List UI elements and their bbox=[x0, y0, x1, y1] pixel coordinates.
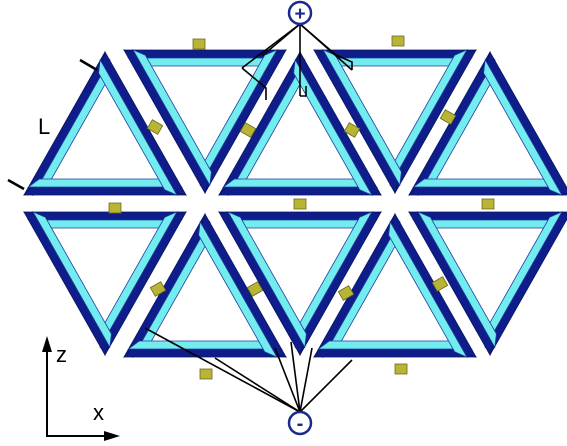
contact-pad bbox=[246, 281, 264, 297]
inner-bar bbox=[32, 211, 112, 349]
outer-bar bbox=[23, 186, 187, 196]
negative-wire bbox=[299, 359, 353, 413]
contact-pad bbox=[343, 122, 361, 138]
triangle-6 bbox=[23, 211, 187, 357]
triangle-3 bbox=[218, 50, 382, 196]
contact-pad bbox=[431, 276, 449, 292]
inner-bar bbox=[317, 340, 473, 350]
inner-bar bbox=[27, 178, 183, 188]
negative-terminal: - bbox=[287, 410, 313, 436]
inner-bar bbox=[317, 57, 473, 67]
positive-terminal: + bbox=[287, 0, 313, 26]
triangle-1 bbox=[23, 50, 187, 196]
positive-terminal-ring bbox=[287, 0, 313, 26]
axes: z x bbox=[42, 336, 120, 441]
outer-bar bbox=[218, 211, 382, 221]
negative-wire bbox=[214, 357, 301, 413]
z-axis-label: z bbox=[56, 342, 67, 367]
inner-bar bbox=[417, 211, 497, 349]
inner-bar bbox=[483, 211, 563, 349]
inner-bar bbox=[227, 211, 307, 349]
contact-pad bbox=[394, 363, 408, 375]
inner-bar bbox=[222, 178, 378, 188]
contact-pad bbox=[337, 285, 355, 301]
negative-terminal-symbol: - bbox=[297, 413, 304, 435]
contact-pad bbox=[108, 202, 122, 214]
contact-pads bbox=[108, 35, 495, 380]
positive-wire-bend bbox=[300, 86, 307, 97]
contact-pad bbox=[192, 38, 206, 50]
contact-pad bbox=[391, 35, 405, 47]
x-axis-label: x bbox=[93, 400, 104, 425]
length-label: L bbox=[38, 114, 50, 139]
negative-terminal-ring bbox=[287, 410, 313, 436]
triangle-8 bbox=[218, 211, 382, 357]
outer-bar bbox=[486, 50, 567, 195]
outer-bar bbox=[486, 212, 567, 357]
length-tick-bottom bbox=[7, 178, 25, 191]
outer-bar bbox=[218, 186, 382, 196]
positive-wire-bend bbox=[241, 67, 267, 100]
contact-pad bbox=[149, 281, 167, 297]
negative-wire bbox=[290, 341, 301, 413]
contact-pad bbox=[439, 109, 457, 125]
outer-bar bbox=[23, 211, 109, 357]
triangle-4 bbox=[313, 49, 477, 195]
inner-bar bbox=[198, 220, 278, 358]
inner-bar bbox=[98, 211, 178, 349]
outer-bar bbox=[313, 348, 477, 358]
outer-bar bbox=[23, 50, 109, 196]
outer-bar bbox=[23, 211, 187, 221]
positive-terminal-symbol: + bbox=[294, 4, 305, 25]
z-axis-arrowhead bbox=[42, 336, 52, 352]
inner-bar bbox=[98, 58, 178, 196]
outer-bar bbox=[123, 348, 287, 358]
triangle-10 bbox=[408, 211, 567, 357]
inner-bar bbox=[293, 58, 373, 196]
negative-wire bbox=[299, 347, 313, 413]
triangle-array bbox=[23, 49, 567, 358]
outer-bar bbox=[408, 186, 567, 196]
positive-wire-bend bbox=[335, 54, 353, 70]
inner-bar bbox=[412, 219, 567, 229]
negative-wire bbox=[144, 327, 301, 413]
inner-bar bbox=[132, 220, 212, 358]
inner-bar bbox=[27, 219, 183, 229]
inner-bar bbox=[412, 178, 567, 188]
inner-bar bbox=[132, 49, 212, 187]
positive-wire bbox=[241, 23, 301, 69]
length-tick-top bbox=[79, 58, 98, 72]
electrode-wires bbox=[144, 23, 353, 413]
outer-bar bbox=[408, 211, 567, 221]
inner-bar bbox=[388, 220, 468, 358]
triangle-7 bbox=[123, 212, 287, 358]
contact-pad bbox=[239, 122, 257, 138]
contact-pad bbox=[481, 198, 495, 210]
inner-bar bbox=[127, 340, 283, 350]
negative-wire bbox=[274, 347, 301, 413]
inner-bar bbox=[222, 219, 378, 229]
inner-bar bbox=[127, 57, 283, 67]
inner-bar bbox=[483, 58, 563, 196]
positive-wire bbox=[299, 23, 337, 56]
contact-pad bbox=[146, 119, 164, 135]
contact-pad bbox=[199, 368, 213, 380]
x-axis-arrowhead bbox=[104, 431, 120, 441]
contact-pad bbox=[293, 198, 307, 210]
triangle-2 bbox=[123, 49, 287, 195]
